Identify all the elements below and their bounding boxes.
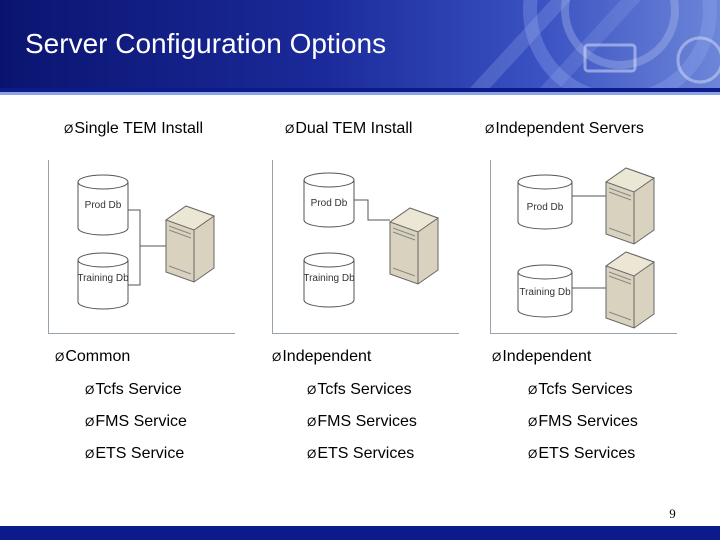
service-item: ØFMS Service xyxy=(85,413,187,430)
server-tower-icon xyxy=(604,167,656,245)
group-heading-independent: ØIndependent xyxy=(272,348,372,365)
banner-decoration xyxy=(470,0,720,88)
db-label-prod: Prod Db xyxy=(527,202,564,213)
column-heading-dual: ØDual TEM Install xyxy=(285,120,413,137)
diagram-art: Prod Db Training Db xyxy=(303,172,440,308)
column-heading-single: ØSingle TEM Install xyxy=(64,120,203,137)
diagram-frame xyxy=(490,160,677,334)
service-item: ØFMS Services xyxy=(528,413,638,430)
db-label-training: Training Db xyxy=(77,273,129,284)
server-tower-icon xyxy=(388,207,440,285)
page-number: 9 xyxy=(669,506,676,521)
db-label-training: Training Db xyxy=(303,273,355,284)
service-item: ØETS Services xyxy=(528,445,636,462)
db-label-prod: Prod Db xyxy=(85,200,122,211)
training-db-cylinder: Training Db xyxy=(303,252,355,308)
group-heading-independent: ØIndependent xyxy=(492,348,592,365)
service-item: ØETS Service xyxy=(85,445,185,462)
service-item: ØETS Services xyxy=(307,445,415,462)
service-item: ØTcfs Service xyxy=(85,381,182,398)
group-heading-common: ØCommon xyxy=(55,348,131,365)
db-label-training: Training Db xyxy=(519,287,571,298)
db-label-prod: Prod Db xyxy=(311,198,348,209)
server-tower-icon xyxy=(164,205,216,283)
service-item: ØFMS Services xyxy=(307,413,417,430)
diagram-independent-servers: Prod Db Training Db xyxy=(490,160,678,335)
diagram-art: Prod Db Training Db xyxy=(77,174,216,310)
prod-db-cylinder: Prod Db xyxy=(303,172,355,228)
training-db-cylinder: Training Db xyxy=(77,252,129,310)
diagram-frame xyxy=(48,160,235,334)
prod-db-cylinder: Prod Db xyxy=(77,174,129,236)
slide-title: Server Configuration Options xyxy=(25,28,387,59)
column-heading-independent-servers: ØIndependent Servers xyxy=(485,120,644,137)
diagram-frame xyxy=(272,160,459,334)
diagram-single-tem: Prod Db Training Db xyxy=(48,160,236,335)
banner-rule-dark xyxy=(0,88,720,92)
banner-rule-light xyxy=(0,92,720,95)
diagram-dual-tem: Prod Db Training Db xyxy=(272,160,460,335)
title-banner xyxy=(0,0,720,88)
training-db-cylinder: Training Db xyxy=(517,264,573,318)
server-tower-icon xyxy=(604,251,656,329)
diagram-art: Prod Db Training Db xyxy=(517,167,656,329)
service-item: ØTcfs Services xyxy=(528,381,633,398)
service-item: ØTcfs Services xyxy=(307,381,412,398)
footer-bar xyxy=(0,526,720,540)
prod-db-cylinder: Prod Db xyxy=(517,174,573,230)
